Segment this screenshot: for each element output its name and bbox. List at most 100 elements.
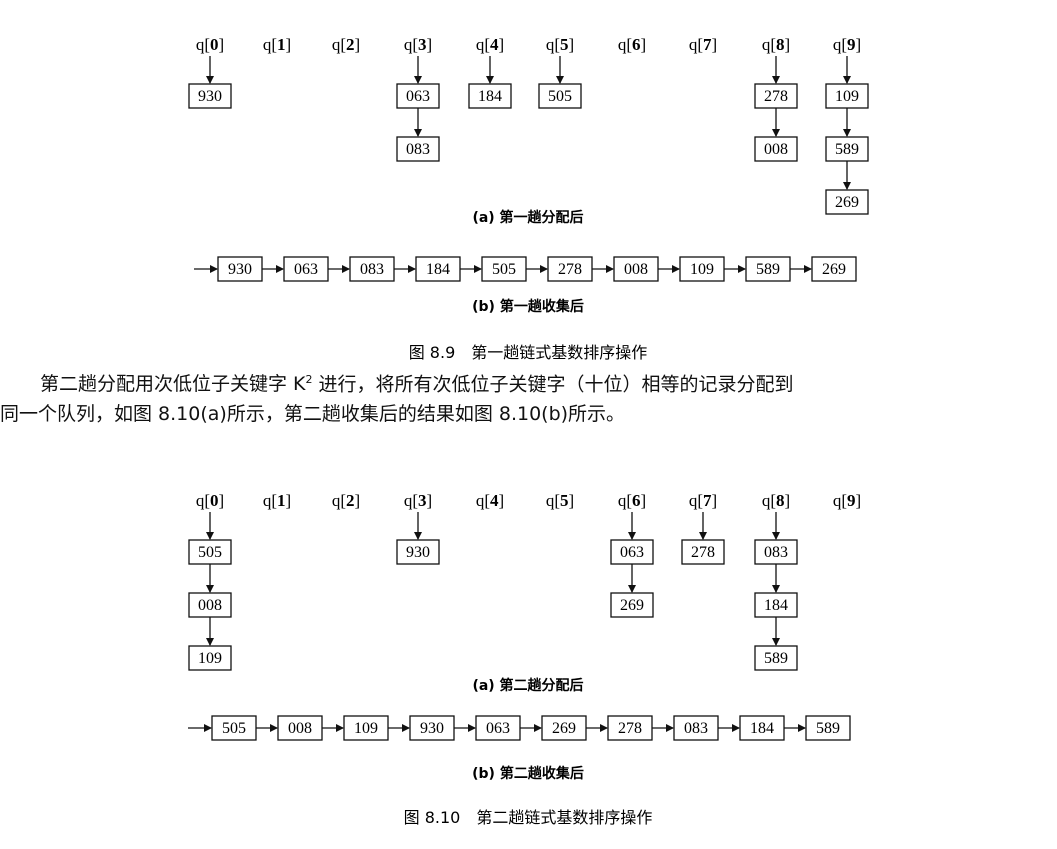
record-key: 008 (198, 597, 222, 614)
queue-label-3: q[3] (404, 35, 432, 54)
paragraph-line-2: 同一个队列，如图 8.10(a)所示，第二趟收集后的结果如图 8.10(b)所示… (0, 397, 1057, 431)
record-box (754, 645, 798, 671)
record-key: 930 (406, 544, 430, 561)
chain-key: 008 (288, 720, 312, 737)
queue-label-0: q[0] (196, 491, 224, 510)
record-key: 109 (835, 88, 859, 105)
record-key: 184 (478, 88, 502, 105)
record-box (396, 83, 440, 109)
record-box (610, 592, 654, 618)
chain-box (805, 715, 851, 741)
chain-key: 008 (624, 261, 648, 278)
record-key: 505 (548, 88, 572, 105)
chain-key: 184 (750, 720, 774, 737)
record-box (610, 539, 654, 565)
queue-label-2: q[2] (332, 491, 360, 510)
queue-label-2: q[2] (332, 35, 360, 54)
chain-key: 269 (822, 261, 846, 278)
record-box (468, 83, 512, 109)
caption-collection: (b) 第二趟收集后 (472, 765, 584, 782)
record-key: 505 (198, 544, 222, 561)
record-key: 278 (764, 88, 788, 105)
chain-box (673, 715, 719, 741)
chain-key: 063 (486, 720, 510, 737)
queue-label-1: q[1] (263, 491, 291, 510)
queue-label-5: q[5] (546, 491, 574, 510)
caption-distribution: (a) 第一趟分配后 (472, 209, 583, 226)
chain-key: 083 (684, 720, 708, 737)
queue-label-0: q[0] (196, 35, 224, 54)
figure-caption: 图 8.9 第一趟链式基数排序操作 (409, 343, 648, 362)
record-key: 269 (835, 194, 859, 211)
chain-key: 930 (228, 261, 252, 278)
record-key: 184 (764, 597, 788, 614)
paragraph-text-c: 同一个队列，如图 8.10(a)所示，第二趟收集后的结果如图 8.10(b)所示… (0, 403, 626, 425)
queue-label-8: q[8] (762, 35, 790, 54)
chain-key: 278 (558, 261, 582, 278)
record-box (825, 83, 869, 109)
record-box (825, 189, 869, 215)
record-box (396, 539, 440, 565)
record-box (538, 83, 582, 109)
figure-caption: 图 8.10 第二趟链式基数排序操作 (404, 808, 653, 827)
key-superscript: 2 (305, 373, 313, 386)
record-box (754, 83, 798, 109)
chain-box (481, 256, 527, 282)
record-key: 109 (198, 650, 222, 667)
record-key: 083 (764, 544, 788, 561)
record-key: 589 (835, 141, 859, 158)
chain-box (211, 715, 257, 741)
chain-box (217, 256, 263, 282)
record-box (396, 136, 440, 162)
record-box (188, 83, 232, 109)
record-key: 589 (764, 650, 788, 667)
queue-label-7: q[7] (689, 35, 717, 54)
queue-label-5: q[5] (546, 35, 574, 54)
chain-box (745, 256, 791, 282)
chain-key: 109 (354, 720, 378, 737)
chain-box (811, 256, 857, 282)
chain-box (613, 256, 659, 282)
record-key: 930 (198, 88, 222, 105)
chain-box (343, 715, 389, 741)
record-key: 269 (620, 597, 644, 614)
chain-key: 184 (426, 261, 450, 278)
chain-key: 589 (756, 261, 780, 278)
chain-box (475, 715, 521, 741)
caption-distribution: (a) 第二趟分配后 (472, 677, 583, 694)
chain-box (607, 715, 653, 741)
queue-label-1: q[1] (263, 35, 291, 54)
chain-box (541, 715, 587, 741)
record-key: 008 (764, 141, 788, 158)
chain-key: 269 (552, 720, 576, 737)
queue-label-4: q[4] (476, 35, 504, 54)
queue-label-8: q[8] (762, 491, 790, 510)
chain-box (415, 256, 461, 282)
queue-label-9: q[9] (833, 35, 861, 54)
chain-box (739, 715, 785, 741)
queue-label-6: q[6] (618, 491, 646, 510)
record-key: 063 (406, 88, 430, 105)
record-box (754, 592, 798, 618)
figure-8-10: q[0]q[1]q[2]q[3]q[4]q[5]q[6]q[7]q[8]q[9]… (188, 491, 861, 827)
chain-key: 109 (690, 261, 714, 278)
chain-key: 589 (816, 720, 840, 737)
chain-key: 505 (222, 720, 246, 737)
record-key: 278 (691, 544, 715, 561)
queue-label-9: q[9] (833, 491, 861, 510)
paragraph-line-1: 第二趟分配用次低位子关键字 K2 进行，将所有次低位子关键字（十位）相等的记录分… (0, 363, 1057, 401)
record-box (754, 136, 798, 162)
chain-key: 083 (360, 261, 384, 278)
record-box (188, 592, 232, 618)
record-key: 083 (406, 141, 430, 158)
caption-collection: (b) 第一趟收集后 (472, 298, 584, 315)
chain-key: 063 (294, 261, 318, 278)
paragraph-text-a: 第二趟分配用次低位子关键字 K (40, 373, 306, 396)
queue-label-6: q[6] (618, 35, 646, 54)
record-box (825, 136, 869, 162)
paragraph-text-b: 进行，将所有次低位子关键字（十位）相等的记录分配到 (312, 373, 794, 396)
chain-key: 505 (492, 261, 516, 278)
chain-key: 278 (618, 720, 642, 737)
queue-label-3: q[3] (404, 491, 432, 510)
